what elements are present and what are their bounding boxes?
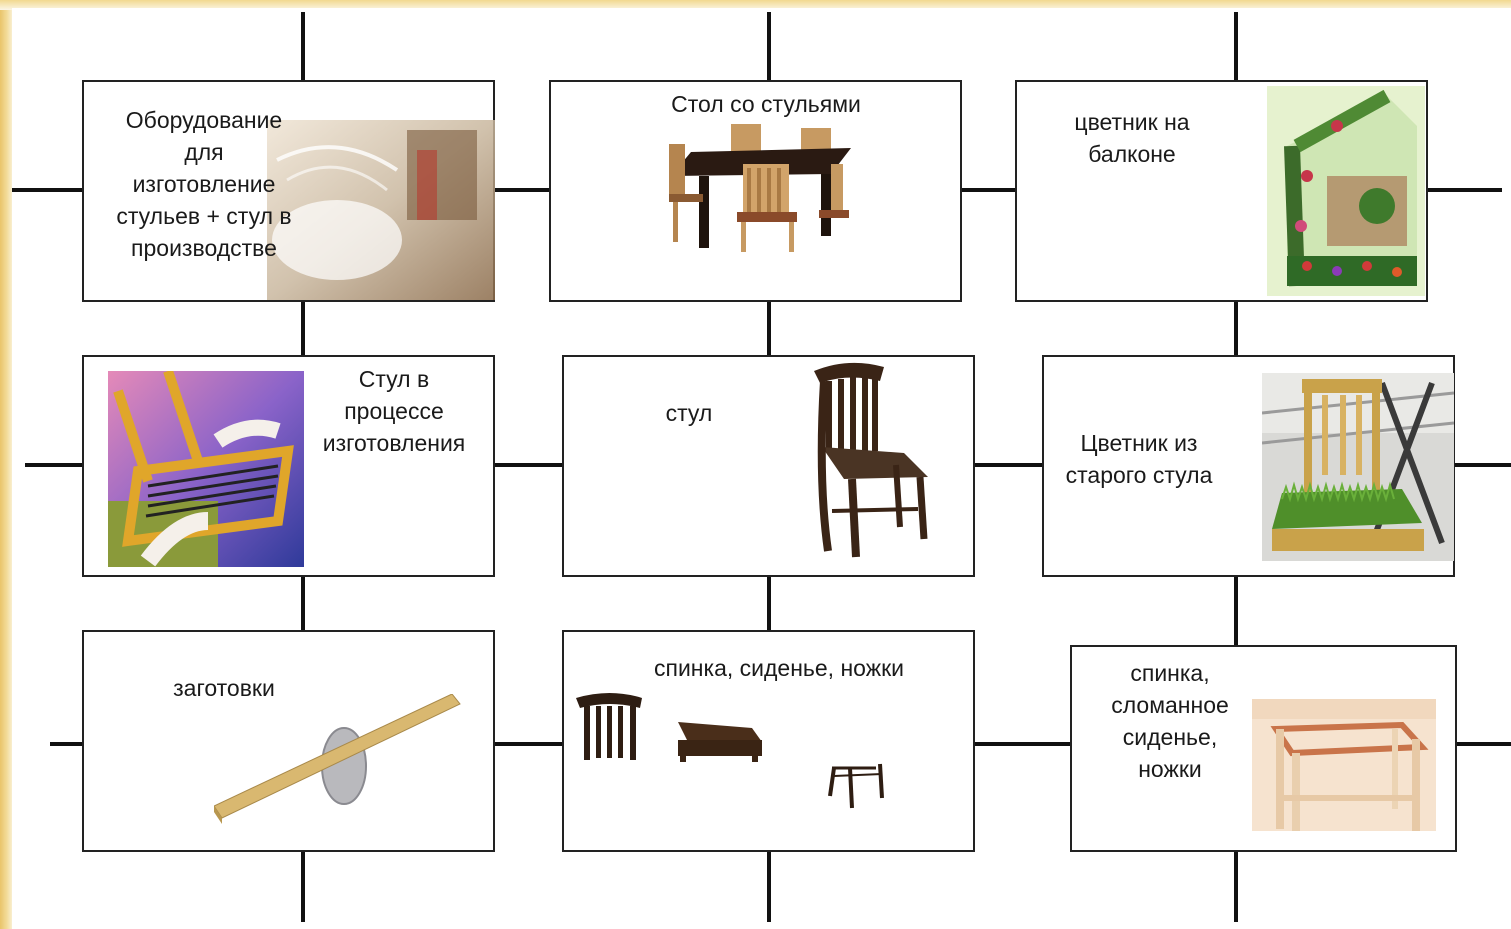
table-with-chairs-photo — [661, 124, 861, 254]
card-chair-in-production: Стул в процессе изготовления — [82, 355, 495, 577]
chair-assembly-illustration — [108, 371, 304, 567]
card-chair-parts-label: спинка, сиденье, ножки — [654, 655, 904, 681]
card-broken-chair-label: спинка, сломанное сиденье, ножки — [1111, 660, 1229, 782]
card-chair-in-production-label: Стул в процессе изготовления — [322, 366, 466, 456]
card-table-with-chairs-label: Стол со стульями — [671, 91, 861, 117]
card-chair-planter-label: Цветник из старого стула — [1065, 430, 1213, 488]
card-chair-planter: Цветник из старого стула — [1042, 355, 1455, 577]
broken-chair-frame-photo — [1252, 699, 1436, 831]
decorative-frame-top — [0, 0, 1511, 10]
card-chair-label: стул — [665, 400, 713, 426]
card-balcony-garden: цветник на балконе — [1015, 80, 1428, 302]
chair-parts-photo — [576, 692, 916, 812]
balcony-garden-photo — [1267, 86, 1425, 296]
wood-blank-photo — [214, 694, 464, 834]
card-chair: стул — [562, 355, 975, 577]
card-table-with-chairs: Стол со стульями — [549, 80, 962, 302]
card-equipment: Оборудование для изготовление стульев + … — [82, 80, 495, 302]
wooden-chair-photo — [808, 361, 938, 561]
card-blanks-label: заготовки — [173, 675, 275, 701]
card-equipment-label: Оборудование для изготовление стульев + … — [116, 107, 292, 261]
workshop-photo — [267, 120, 495, 300]
chair-planter-photo — [1262, 373, 1454, 561]
decorative-frame-left — [0, 0, 14, 929]
card-balcony-garden-label: цветник на балконе — [1074, 109, 1190, 167]
card-chair-parts: спинка, сиденье, ножки — [562, 630, 975, 852]
card-blanks: заготовки — [82, 630, 495, 852]
morphological-diagram: Оборудование для изготовление стульев + … — [12, 8, 1511, 929]
card-broken-chair: спинка, сломанное сиденье, ножки — [1070, 645, 1457, 852]
